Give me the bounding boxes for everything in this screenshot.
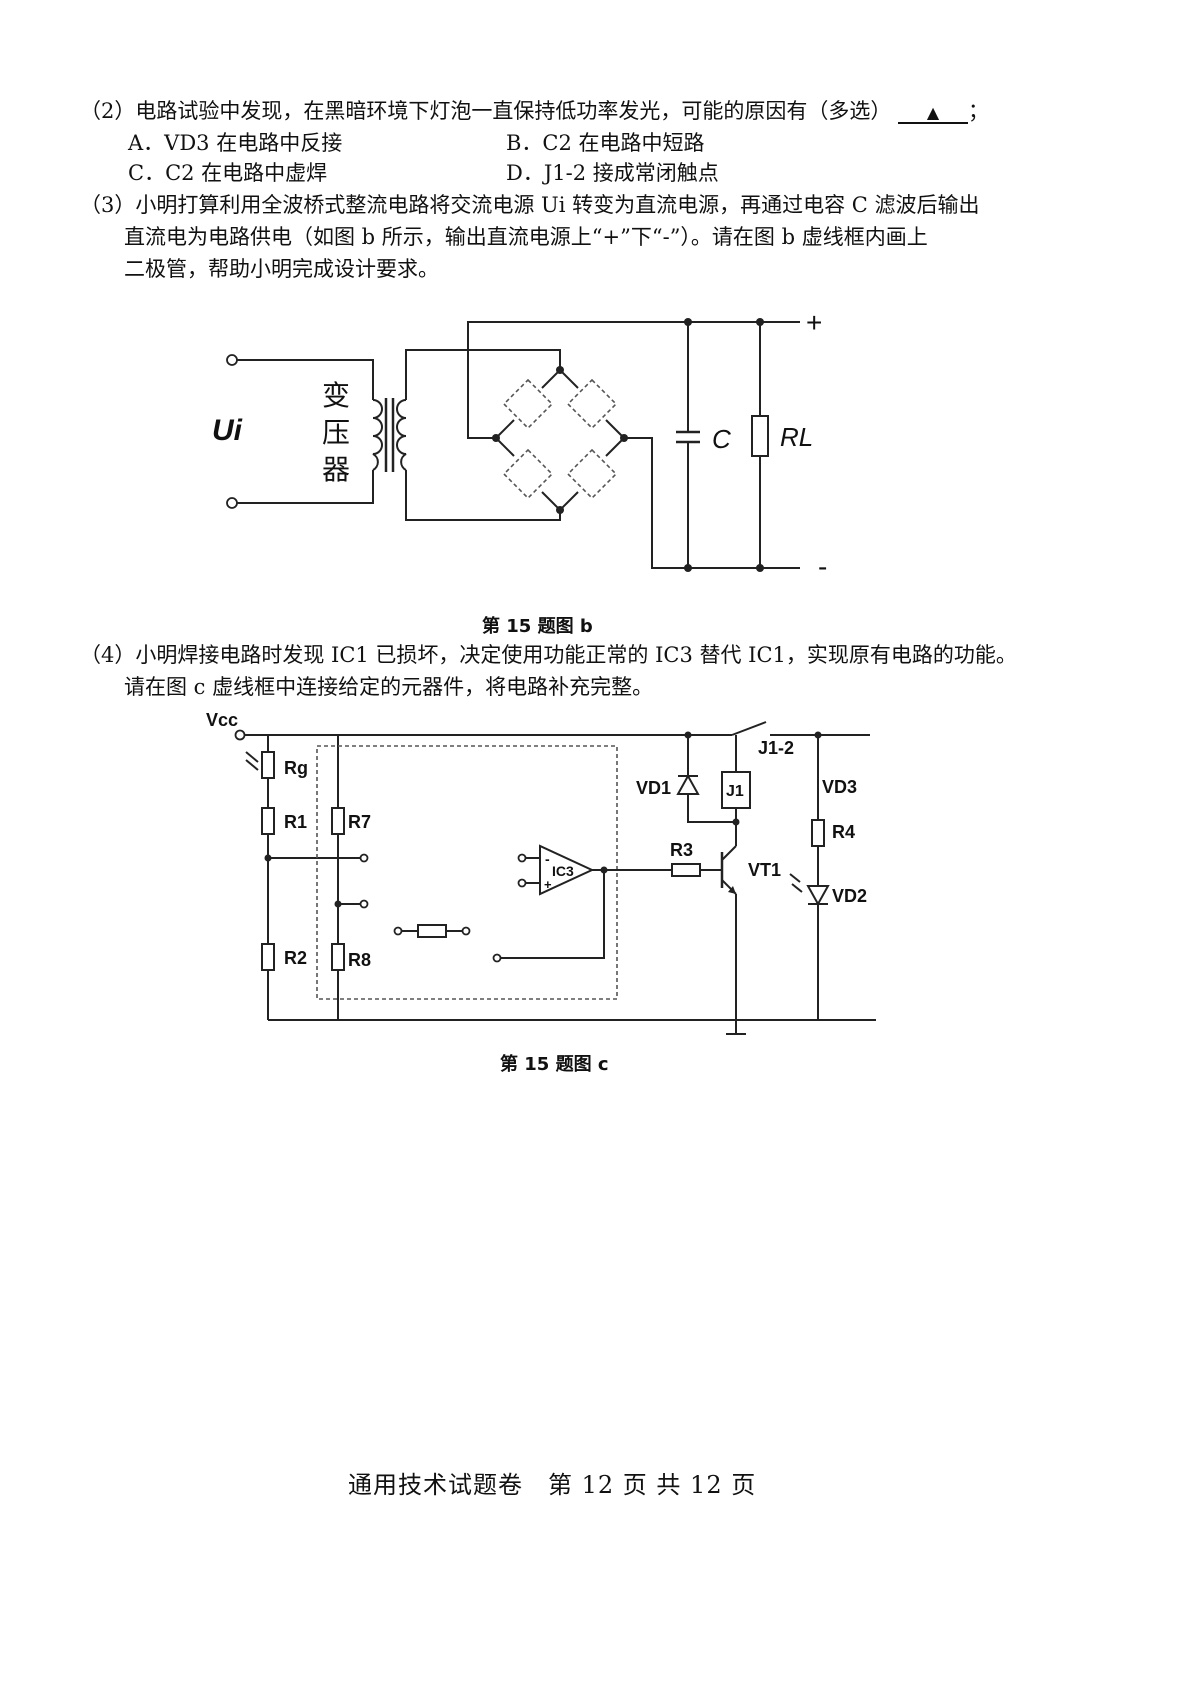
primary-coil (372, 399, 383, 471)
vt1-emitter-arrow (728, 886, 736, 894)
q2-option-a: A．VD3 在电路中反接 (128, 131, 343, 155)
transformer-label-3: 器 (322, 454, 350, 485)
ic3-minus-terminal[interactable] (517, 853, 527, 863)
q3-line-3: 二极管，帮助小明完成设计要求。 (124, 257, 439, 281)
vcc-label: Vcc (206, 710, 238, 730)
q2-stem-tail: ； (968, 99, 990, 123)
r8-label: R8 (348, 950, 371, 970)
resistor-r4 (811, 819, 825, 847)
bridge-arm-1a (541, 369, 561, 389)
diode-slot-upper-left[interactable] (502, 378, 554, 430)
photoresistor-rg (261, 751, 275, 779)
vd1-lead-bottom (687, 794, 736, 823)
secondary-wire-top (405, 349, 561, 400)
transformer-label-2: 压 (322, 417, 350, 448)
q4-line-2: 请在图 c 虚线框中连接给定的元器件，将电路补充完整。 (124, 675, 654, 699)
diode-slot-lower-left[interactable] (502, 448, 554, 500)
r3-label: R3 (670, 840, 693, 860)
ic3-plus-terminal[interactable] (517, 878, 527, 888)
ic3-minus-label: - (545, 851, 550, 867)
resistor-r8 (331, 943, 345, 971)
vt1-collector-node (732, 818, 740, 826)
ic3-output-terminal[interactable] (492, 953, 502, 963)
ic3-label: IC3 (552, 863, 574, 879)
r1-label: R1 (284, 812, 307, 832)
vd3-label: VD3 (822, 777, 857, 797)
vt1-collector (721, 845, 737, 861)
primary-wire-bottom (237, 470, 374, 504)
light-arrow-2 (245, 759, 259, 771)
resistor-r3 (671, 863, 701, 877)
bridge-arm-1b (495, 419, 515, 439)
bridge-arm-3a (495, 437, 515, 457)
figure-b-caption: 第 15 题图 b (482, 616, 593, 637)
output-rail-bottom (624, 437, 800, 569)
q3-line-1: （3）小明打算利用全波桥式整流电路将交流电源 Ui 转变为直流电源，再通过电容 … (80, 193, 980, 217)
secondary-wire-bottom (405, 470, 561, 521)
q2-option-c: C．C2 在电路中虚焊 (128, 161, 328, 185)
q2-option-b: B．C2 在电路中短路 (506, 131, 705, 155)
resistor-r1 (261, 807, 275, 835)
negative-terminal-label: - (818, 551, 827, 582)
bridge-arm-2b (605, 419, 625, 439)
bridge-arm-4b (559, 491, 579, 511)
loose-resistor-terminal-left[interactable] (393, 926, 403, 936)
led-vd2 (806, 885, 830, 907)
j1-label: J1 (726, 783, 744, 800)
bridge-arm-4a (605, 437, 625, 457)
page-footer: 通用技术试题卷 第 12 页 共 12 页 (348, 1471, 757, 1499)
rg-label: Rg (284, 758, 308, 778)
r7-label: R7 (348, 812, 371, 832)
diode-vd1 (676, 773, 700, 795)
answer-blank[interactable]: ▲ (898, 103, 969, 124)
resistor-r2 (261, 943, 275, 971)
secondary-coil (396, 399, 407, 471)
j1-2-label: J1-2 (758, 738, 794, 758)
bridge-arm-3b (541, 491, 561, 511)
vcc-terminal (234, 729, 246, 741)
r4-label: R4 (832, 822, 855, 842)
figure-c-caption: 第 15 题图 c (500, 1054, 609, 1075)
led-emit-arrow-2 (791, 883, 803, 893)
ic3-output-down-wire (500, 870, 605, 959)
answer-blank-mark: ▲ (926, 103, 940, 122)
r7-r8-tap-terminal[interactable] (359, 899, 369, 909)
led-emit-arrow-1 (789, 873, 801, 883)
q2-stem: （2）电路试验中发现，在黑暗环境下灯泡一直保持低功率发光，可能的原因有（多选） … (80, 96, 989, 126)
diode-slot-upper-right[interactable] (566, 378, 618, 430)
vd1-label: VD1 (636, 778, 671, 798)
primary-wire-top (237, 359, 374, 400)
ic3-plus-label: + (544, 877, 552, 892)
output-rail-top (467, 321, 800, 439)
loose-resistor-terminal-right[interactable] (461, 926, 471, 936)
bridge-arm-2a (559, 369, 579, 389)
vt1-label: VT1 (748, 860, 781, 880)
q4-line-1: （4）小明焊接电路时发现 IC1 已损坏，决定使用功能正常的 IC3 替代 IC… (80, 643, 1017, 667)
loose-resistor (417, 924, 447, 938)
light-arrow-1 (245, 751, 259, 763)
diode-slot-lower-right[interactable] (566, 448, 618, 500)
q2-stem-text: （2）电路试验中发现，在黑暗环境下灯泡一直保持低功率发光，可能的原因有（多选） (80, 99, 892, 123)
resistor-r7 (331, 807, 345, 835)
op-amp-ic3 (539, 844, 595, 896)
transformer-label-1: 变 (322, 380, 350, 411)
vd2-label: VD2 (832, 886, 867, 906)
connection-dashed-box[interactable] (316, 745, 618, 1000)
ui-label: Ui (212, 414, 243, 447)
q3-line-2: 直流电为电路供电（如图 b 所示，输出直流电源上“+”下“-”）。请在图 b 虚… (124, 225, 928, 249)
q2-option-d: D．J1-2 接成常闭触点 (506, 161, 719, 185)
r2-label: R2 (284, 948, 307, 968)
positive-terminal-label: + (806, 307, 822, 338)
j1-2-switch-blade (731, 721, 767, 736)
r1-r2-tap-terminal[interactable] (359, 853, 369, 863)
capacitor-label: C (712, 424, 731, 454)
load-resistor-label: RL (780, 422, 813, 452)
